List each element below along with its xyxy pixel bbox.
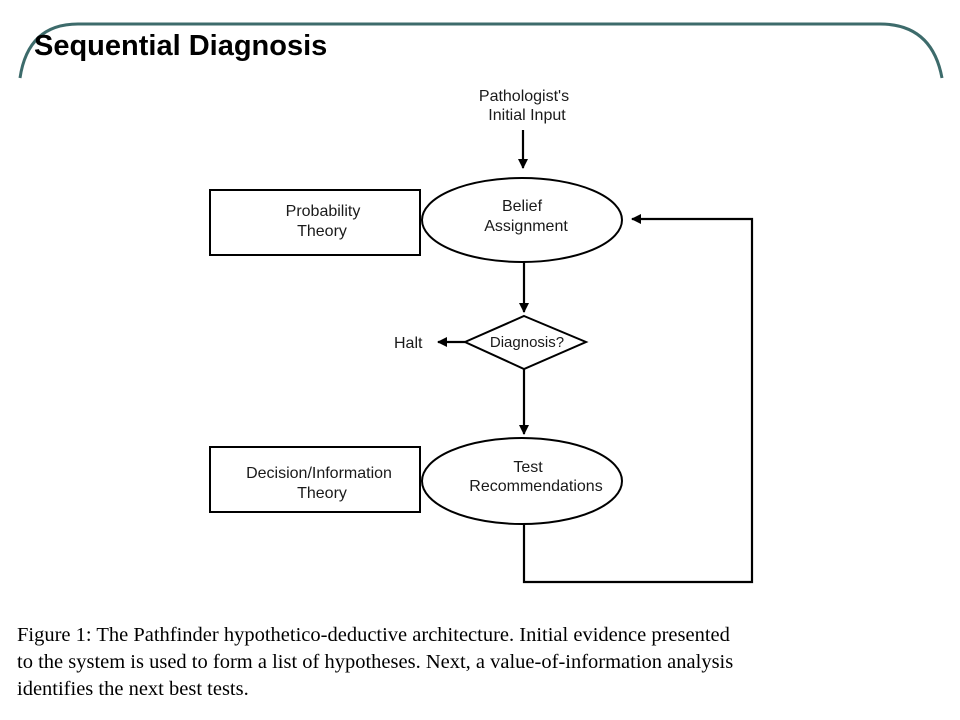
frame-arc xyxy=(18,22,944,79)
decision-information-theory-box xyxy=(209,446,421,513)
belief-label-line1: Belief xyxy=(502,198,543,215)
belief-assignment-node xyxy=(421,177,623,263)
probability-label-line2: Theory xyxy=(297,223,347,240)
test-label-line1: Test xyxy=(513,459,543,476)
test-recommendations-node xyxy=(421,437,623,525)
halt-label: Halt xyxy=(394,335,423,352)
belief-label-line2: Assignment xyxy=(484,218,568,235)
slide-title: Sequential Diagnosis xyxy=(34,30,328,62)
probability-label-line1: Probability xyxy=(286,203,361,220)
decision-label-line2: Theory xyxy=(297,485,347,502)
caption-line: to the system is used to form a list of … xyxy=(17,651,734,673)
diagnosis-label: Diagnosis? xyxy=(490,334,564,351)
feedback-loop-arrow xyxy=(522,214,754,584)
decision-label-line1: Decision/Information xyxy=(246,465,392,482)
input-label-line1: Pathologist's xyxy=(479,88,569,105)
probability-theory-box xyxy=(209,189,421,256)
test-label-line2: Recommendations xyxy=(469,478,602,495)
caption-line: identifies the next best tests. xyxy=(17,678,249,700)
caption-line: Figure 1: The Pathfinder hypothetico-ded… xyxy=(17,624,730,646)
figure-caption: Figure 1: The Pathfinder hypothetico-ded… xyxy=(17,622,942,703)
input-label-line2: Initial Input xyxy=(488,107,566,124)
